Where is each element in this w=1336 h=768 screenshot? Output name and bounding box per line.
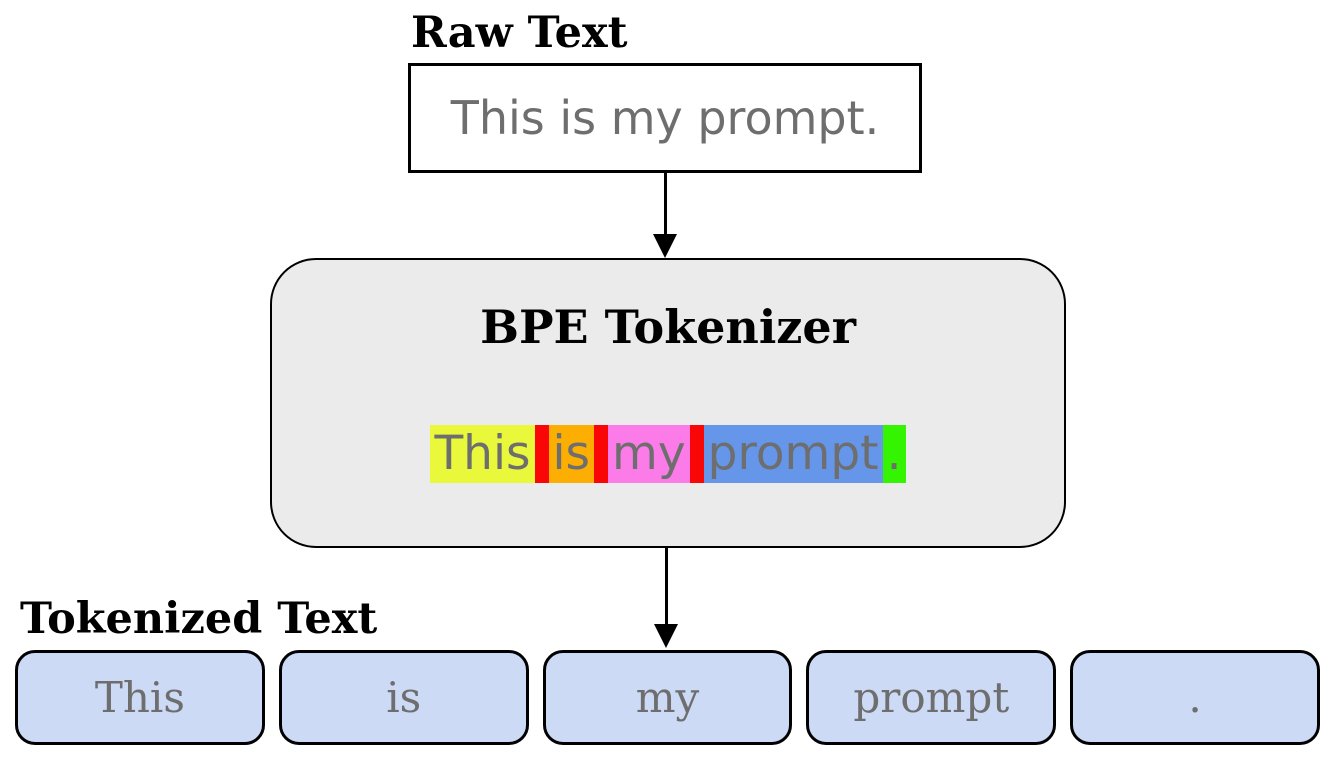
arrow-head (653, 234, 677, 258)
token-box: prompt (806, 650, 1057, 745)
bpe-tokenizer-title: BPE Tokenizer (480, 300, 856, 354)
arrow-head (654, 624, 678, 648)
arrow-down-icon (654, 547, 678, 648)
token-box: is (278, 650, 529, 745)
token-box: my (542, 650, 793, 745)
tokenized-text-label: Tokenized Text (20, 594, 378, 644)
token-text: my (635, 673, 700, 722)
token-separator (689, 425, 704, 483)
raw-text-label: Raw Text (411, 8, 628, 58)
highlighted-token: . (882, 425, 906, 483)
raw-text-box: This is my prompt. (408, 63, 922, 173)
raw-text-content: This is my prompt. (450, 91, 880, 145)
token-separator (534, 425, 549, 483)
arrow-shaft (663, 173, 667, 234)
highlighted-token: my (608, 425, 690, 483)
highlighted-token: is (548, 425, 595, 483)
token-box: . (1070, 650, 1320, 745)
token-row: This is my prompt. (15, 650, 1320, 745)
highlighted-token: This (430, 425, 535, 483)
token-text: is (386, 673, 422, 722)
token-text: . (1188, 673, 1202, 722)
token-separator (594, 425, 609, 483)
token-box: This (15, 650, 265, 745)
arrow-shaft (664, 547, 668, 624)
token-text: This (94, 673, 185, 722)
highlighted-token: prompt (703, 425, 883, 483)
token-text: prompt (853, 673, 1010, 722)
arrow-down-icon (653, 173, 677, 258)
